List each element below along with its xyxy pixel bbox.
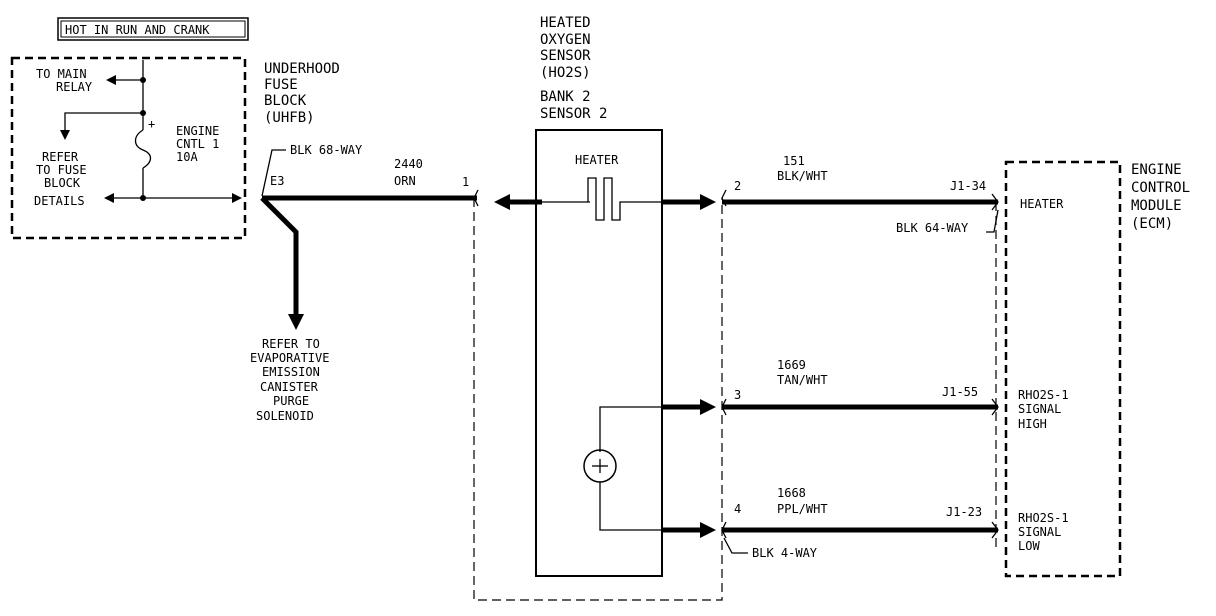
svg-text:TO FUSE: TO FUSE	[36, 163, 87, 177]
wire-2440-color: ORN	[394, 174, 416, 188]
svg-text:10A: 10A	[176, 150, 198, 164]
svg-text:OXYGEN: OXYGEN	[540, 32, 591, 48]
svg-text:HOT IN RUN AND CRANK: HOT IN RUN AND CRANK	[65, 23, 210, 37]
svg-text:SIGNAL: SIGNAL	[1018, 402, 1061, 416]
sensor-title: HEATED OXYGEN SENSOR (HO2S) BANK 2 SENSO…	[540, 15, 607, 122]
svg-text:LOW: LOW	[1018, 539, 1040, 553]
svg-text:SENSOR 2: SENSOR 2	[540, 106, 607, 122]
svg-text:REFER: REFER	[42, 150, 79, 164]
svg-text:BANK 2: BANK 2	[540, 89, 591, 105]
svg-text:HIGH: HIGH	[1018, 417, 1047, 431]
sensor-body	[535, 129, 663, 577]
fuse-block-outline	[10, 56, 247, 240]
evap-label: REFER TO EVAPORATIVE EMISSION CANISTER P…	[250, 337, 329, 423]
ecm-heater-label: HEATER	[1020, 197, 1064, 211]
arrow-left-icon	[104, 193, 114, 203]
uhfb-title: UNDERHOOD FUSE BLOCK (UHFB)	[264, 61, 340, 126]
ecm-pin-j1-34: J1-34	[950, 179, 986, 193]
arrow-left-icon	[106, 75, 116, 85]
arrow-down-icon	[60, 130, 70, 140]
terminal-e3: E3	[270, 174, 284, 188]
heater-element-symbol	[542, 177, 662, 221]
ecm-title: ENGINE CONTROL MODULE (ECM)	[1131, 162, 1190, 232]
uhfb-connector-label: BLK 68-WAY	[290, 143, 363, 157]
wire-2440-circuit: 2440	[394, 157, 423, 171]
ecm-pin-j1-55: J1-55	[942, 385, 978, 399]
svg-text:EMISSION: EMISSION	[262, 365, 320, 379]
wire-151-circuit: 151	[783, 154, 805, 168]
svg-text:SENSOR: SENSOR	[540, 48, 591, 64]
svg-text:RHO2S-1: RHO2S-1	[1018, 511, 1069, 525]
fuse-block-wiring	[60, 60, 242, 203]
svg-text:CNTL 1: CNTL 1	[176, 137, 219, 151]
svg-text:REFER TO: REFER TO	[262, 337, 320, 351]
wire-evap-branch	[260, 196, 299, 318]
svg-text:RELAY: RELAY	[56, 80, 93, 94]
svg-text:(UHFB): (UHFB)	[264, 110, 315, 126]
svg-text:DETAILS: DETAILS	[34, 194, 85, 208]
svg-text:EVAPORATIVE: EVAPORATIVE	[250, 351, 329, 365]
svg-text:RHO2S-1: RHO2S-1	[1018, 388, 1069, 402]
arrow-right-icon	[232, 193, 242, 203]
ecm-connector-label: BLK 64-WAY	[896, 221, 969, 235]
wire-151-color: BLK/WHT	[777, 169, 828, 183]
wire-1669-color: TAN/WHT	[777, 373, 828, 387]
pin-3: 3	[734, 388, 741, 402]
ecm-signal-high-label: RHO2S-1 SIGNAL HIGH	[1018, 388, 1069, 431]
sensor-heater-label: HEATER	[575, 153, 619, 167]
arrow-right-icon	[700, 194, 716, 210]
svg-text:FUSE: FUSE	[264, 77, 298, 93]
arrow-left-icon	[494, 194, 510, 210]
svg-text:PURGE: PURGE	[273, 394, 309, 408]
arrow-down-icon	[288, 314, 304, 330]
pin-1: 1	[462, 175, 469, 189]
svg-text:HEATED: HEATED	[540, 15, 591, 31]
svg-text:CANISTER: CANISTER	[260, 380, 319, 394]
svg-text:SOLENOID: SOLENOID	[256, 409, 314, 423]
pin-2: 2	[734, 179, 741, 193]
ecm-outline	[1004, 160, 1122, 578]
fuse-label: ENGINE CNTL 1 10A	[176, 124, 219, 164]
to-main-relay-label: TO MAIN RELAY	[36, 67, 93, 94]
arrow-right-icon	[700, 522, 716, 538]
svg-text:TO MAIN: TO MAIN	[36, 67, 87, 81]
arrow-right-icon	[700, 399, 716, 415]
ecm-signal-low-label: RHO2S-1 SIGNAL LOW	[1018, 511, 1069, 553]
svg-text:MODULE: MODULE	[1131, 198, 1182, 214]
signal-source-symbol	[583, 406, 662, 531]
svg-text:BLOCK: BLOCK	[44, 176, 81, 190]
svg-text:(ECM): (ECM)	[1131, 216, 1173, 232]
pin-4: 4	[734, 502, 741, 516]
svg-text:SIGNAL: SIGNAL	[1018, 525, 1061, 539]
wire-1668-circuit: 1668	[777, 486, 806, 500]
svg-text:BLOCK: BLOCK	[264, 93, 307, 109]
svg-text:UNDERHOOD: UNDERHOOD	[264, 61, 340, 77]
svg-text:ENGINE: ENGINE	[176, 124, 219, 138]
hot-in-run-label: HOT IN RUN AND CRANK	[57, 17, 249, 41]
svg-text:CONTROL: CONTROL	[1131, 180, 1190, 196]
sensor-connector-label: BLK 4-WAY	[752, 546, 818, 560]
svg-text:(HO2S): (HO2S)	[540, 65, 591, 81]
ecm-pin-j1-23: J1-23	[946, 505, 982, 519]
wire-1669-circuit: 1669	[777, 358, 806, 372]
refer-fuse-block-label: REFER TO FUSE BLOCK DETAILS	[34, 150, 87, 208]
fuse-symbol	[134, 129, 152, 169]
wire-1668-color: PPL/WHT	[777, 502, 828, 516]
fuse-plus-sign: +	[148, 117, 155, 131]
svg-text:ENGINE: ENGINE	[1131, 162, 1182, 178]
